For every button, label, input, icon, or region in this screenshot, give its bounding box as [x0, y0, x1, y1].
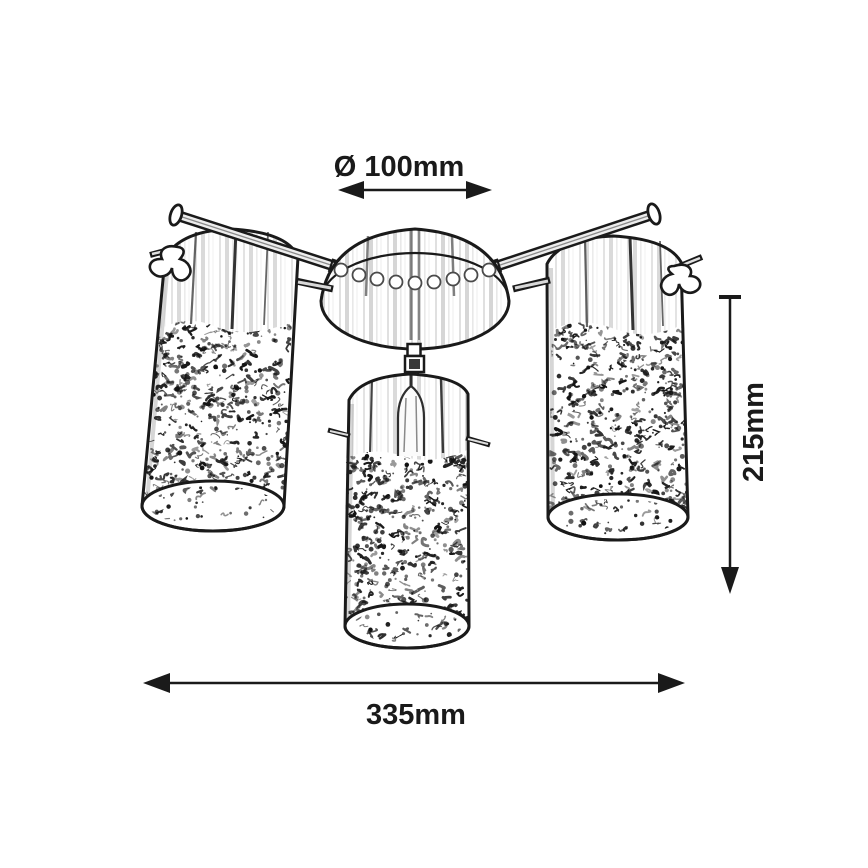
- left-shade: [140, 227, 300, 533]
- ceiling-canopy: [319, 227, 511, 351]
- diameter-label: Ø 100mm: [334, 151, 465, 183]
- arrowhead-right-icon: [658, 673, 685, 693]
- height-label: 215mm: [738, 382, 770, 482]
- holder-pin-right: [512, 276, 551, 293]
- right-arm-end-cap: [646, 202, 662, 226]
- center-shade-pin-left: [327, 427, 351, 439]
- edge-shading: [549, 267, 555, 514]
- width-dimension: 335mm: [143, 673, 685, 731]
- height-dimension: 215mm: [719, 295, 770, 594]
- edge-shading: [145, 261, 170, 503]
- glass-streak: [583, 239, 589, 328]
- right-shade-thumbscrew: [659, 254, 704, 297]
- center-shade-outline: [343, 372, 471, 650]
- glass-streak: [439, 378, 445, 454]
- rod-stem: [406, 342, 422, 358]
- right-shade-crystal-texture: [548, 322, 688, 517]
- left-arm-end-cap: [168, 203, 184, 227]
- center-shade-pin-right: [465, 435, 491, 448]
- diameter-dimension: Ø 100mm: [334, 151, 492, 199]
- glass-streak: [369, 379, 373, 453]
- arrowhead-down-icon: [721, 567, 739, 594]
- glass-streak: [189, 231, 198, 325]
- center-shade: [327, 372, 491, 650]
- rod-coupler-core: [409, 359, 420, 369]
- holder-pin-left: [295, 277, 334, 293]
- arrowhead-left-icon: [143, 673, 170, 693]
- width-label: 335mm: [366, 699, 466, 731]
- arrowhead-left-icon: [338, 181, 364, 199]
- canopy-streak: [364, 235, 370, 297]
- canopy-outline: [319, 227, 511, 351]
- canopy-crystal-trim: [333, 262, 497, 291]
- right-shade-glass: [547, 236, 684, 335]
- right-shade: [545, 234, 690, 542]
- right-shade-outline: [545, 234, 690, 542]
- glass-streak: [230, 228, 238, 330]
- bulb-silhouette: [396, 374, 426, 456]
- left-shade-thumbscrew: [148, 244, 192, 282]
- glass-streak: [628, 236, 635, 331]
- arrowhead-right-icon: [466, 181, 492, 199]
